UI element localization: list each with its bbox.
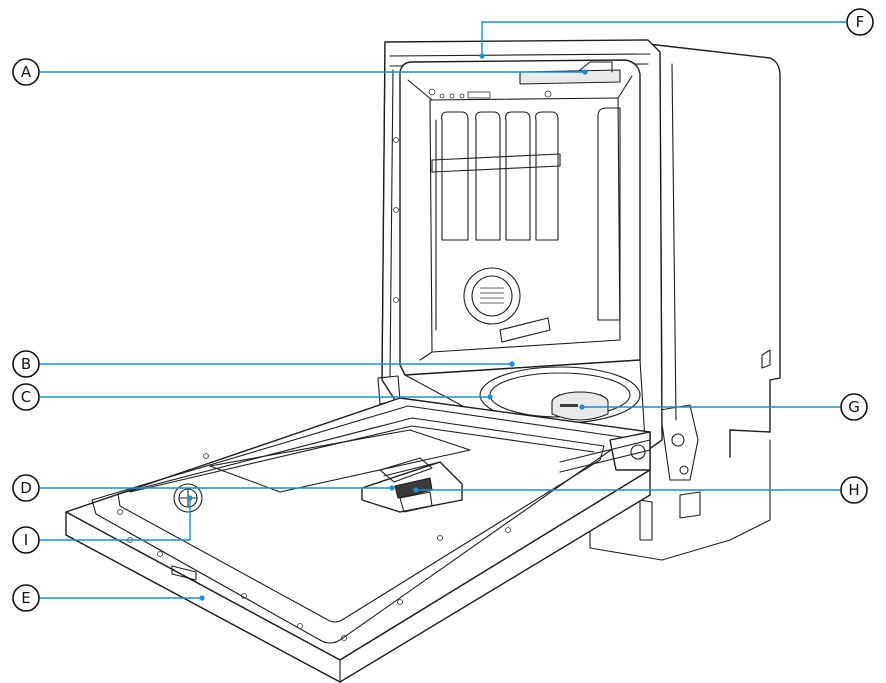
callout-f-label: F bbox=[856, 13, 865, 31]
callout-a: A bbox=[12, 58, 588, 86]
callout-i: I bbox=[12, 495, 193, 554]
callout-f: F bbox=[479, 8, 874, 59]
callout-g: G bbox=[579, 393, 868, 421]
callout-i-label: I bbox=[24, 531, 28, 549]
callout-e-label: E bbox=[21, 589, 30, 607]
callout-c: C bbox=[12, 383, 493, 411]
callout-h-label: H bbox=[848, 481, 859, 499]
callout-d-label: D bbox=[20, 479, 32, 497]
callout-h: H bbox=[413, 476, 868, 504]
dishwasher-tub bbox=[377, 39, 663, 453]
callout-c-label: C bbox=[21, 388, 31, 406]
callout-a-label: A bbox=[21, 63, 32, 81]
callout-e: E bbox=[12, 584, 205, 612]
callout-g-label: G bbox=[848, 398, 860, 416]
callouts: A B C D E bbox=[12, 8, 874, 612]
dishwasher-door bbox=[65, 397, 651, 683]
callout-d: D bbox=[12, 474, 395, 502]
callout-b: B bbox=[12, 350, 515, 378]
callout-b-label: B bbox=[21, 355, 31, 373]
